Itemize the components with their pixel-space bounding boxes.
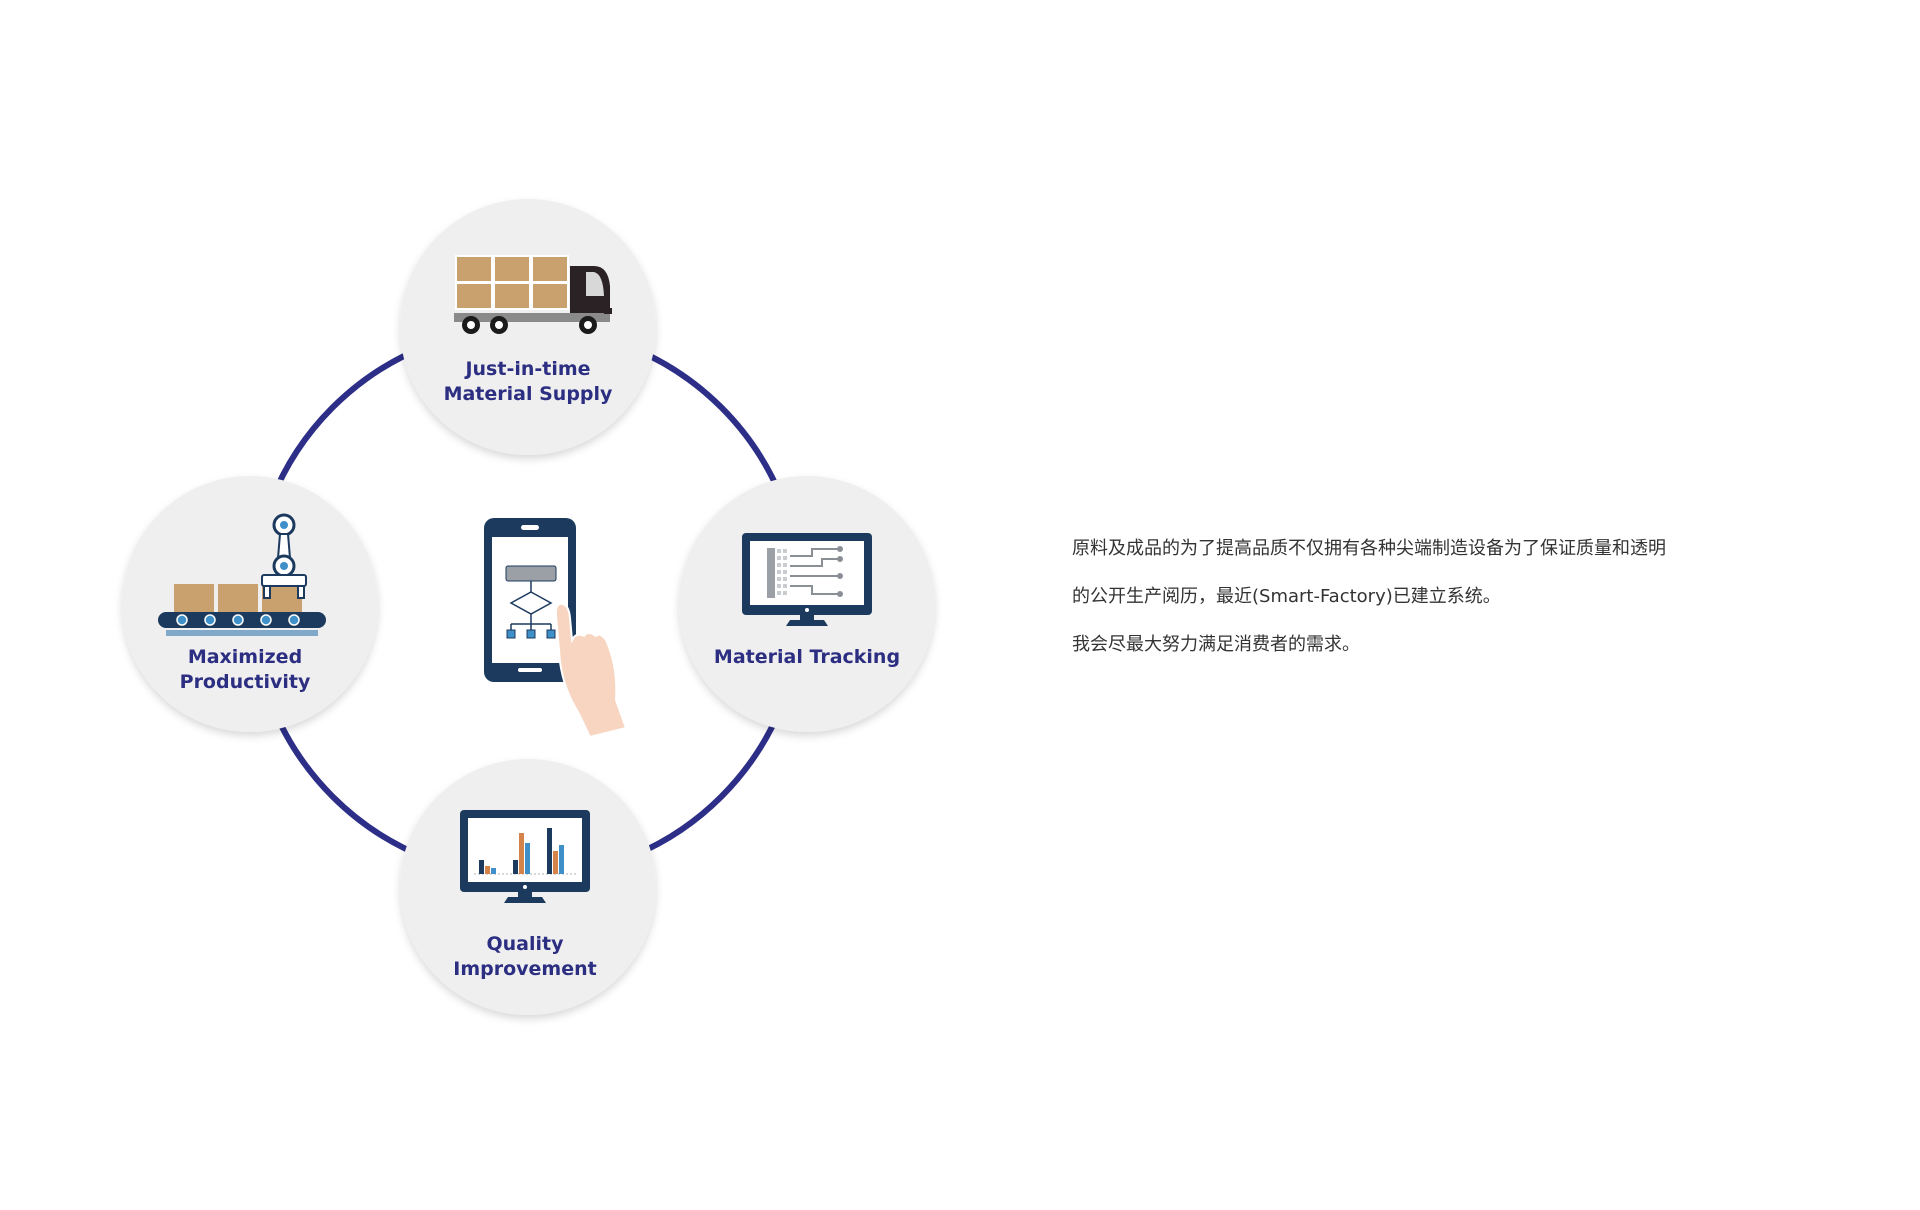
node-circle-top [400,199,656,455]
node-label-top-line2: Material Supply [444,383,613,405]
node-label-left-line1: Maximized [188,646,302,668]
monitor-circuit-icon [742,533,872,626]
node-label-left-line2: Productivity [180,671,311,693]
node-label-bottom-line2: Improvement [453,958,596,980]
delivery-truck-icon [454,255,612,334]
monitor-bar-chart-icon [460,810,590,903]
smart-factory-diagram: Just-in-time Material Supply Materi [122,199,935,1015]
description-line-3: 我会尽最大努力满足消费者的需求。 [1072,634,1360,655]
description-text: 原料及成品的为了提高品质不仅拥有各种尖端制造设备为了保证质量和透明 的公开生产阅… [1072,538,1832,682]
node-label-right-line1: Material Tracking [714,646,900,668]
description-line-1: 原料及成品的为了提高品质不仅拥有各种尖端制造设备为了保证质量和透明 [1072,538,1666,559]
description-line-2: 的公开生产阅历，最近(Smart-Factory)已建立系统。 [1072,586,1501,607]
smartphone-flowchart-touch-icon [484,518,628,739]
node-label-bottom-line1: Quality [487,933,565,955]
robot-arm-conveyor-icon [158,513,326,636]
node-label-top-line1: Just-in-time [463,358,590,380]
